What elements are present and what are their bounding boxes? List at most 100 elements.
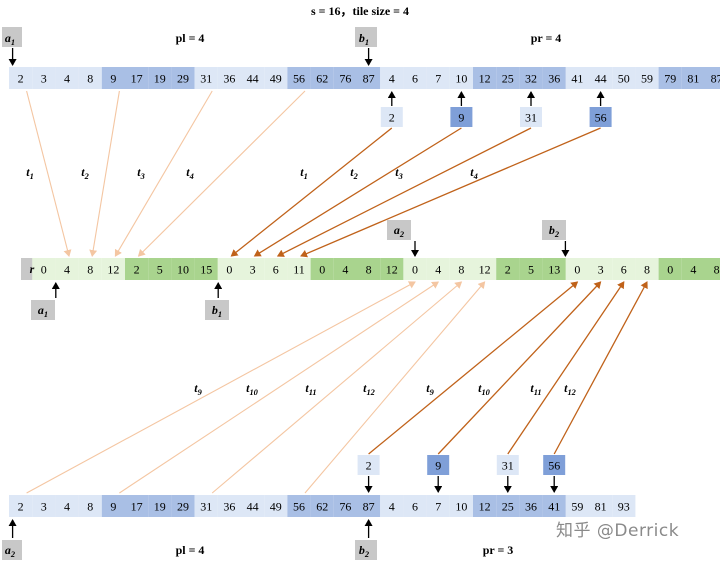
top-array-cell-bg xyxy=(705,67,720,89)
top-array-cell-bg xyxy=(426,67,450,89)
thread-label-bottom: t10 xyxy=(246,381,259,397)
top-array-cell: 87 xyxy=(363,72,375,86)
bottom-array-cell-bg xyxy=(565,495,589,517)
top-array-cell-bg xyxy=(449,67,473,89)
thread-label-top: t2 xyxy=(350,165,358,181)
bottom-array-cell: 56 xyxy=(293,500,305,514)
thread-arrow-bottom-light xyxy=(304,281,486,494)
page-title: s = 16，tile size = 4 xyxy=(311,4,409,18)
bottom-array-cell-bg xyxy=(55,495,79,517)
top-sample-box: 2 xyxy=(389,111,395,125)
bottom-array-cell: 19 xyxy=(154,500,166,514)
bottom-sample-box-bg xyxy=(543,455,566,475)
bottom-pointer-b-box xyxy=(355,540,377,560)
bottom-array-cell-bg xyxy=(101,495,125,517)
top-array-cell: 44 xyxy=(595,72,607,86)
thread-arrow-top-dark xyxy=(253,127,462,257)
bottom-array-cell: 25 xyxy=(502,500,514,514)
bottom-array-cell: 62 xyxy=(316,500,328,514)
middle-array-cell: 8 xyxy=(644,263,650,277)
top-array-cell: 44 xyxy=(247,72,259,86)
top-array-cell-bg xyxy=(612,67,636,89)
middle-b1-label: b1 xyxy=(212,303,222,319)
bottom-array-cell-bg xyxy=(589,495,613,517)
bottom-array-cell-bg xyxy=(310,495,334,517)
middle-array-cell-bg xyxy=(519,258,543,280)
middle-array-cell-bg xyxy=(565,258,589,280)
top-array-cell-bg xyxy=(264,67,288,89)
top-pointer-b-box xyxy=(355,27,377,47)
top-pointer-b-label: b1 xyxy=(359,31,369,47)
top-pointer-a-box xyxy=(2,27,22,47)
top-array-cell-bg xyxy=(217,67,241,89)
bottom-sample-box: 56 xyxy=(548,459,560,473)
middle-b2-box xyxy=(542,220,566,240)
bottom-array-cell: 17 xyxy=(131,500,143,514)
middle-array-cell: 0 xyxy=(667,263,673,277)
top-array-cell-bg xyxy=(148,67,172,89)
top-array-cell: 76 xyxy=(339,72,351,86)
bottom-array-cell: 2 xyxy=(18,500,24,514)
middle-array-cell-bg xyxy=(217,258,241,280)
middle-array-cell-bg xyxy=(542,258,566,280)
top-array-cell-bg xyxy=(681,67,705,89)
middle-array-cell: 4 xyxy=(342,263,348,277)
bottom-sample-box: 9 xyxy=(435,459,441,473)
top-array-cell: 31 xyxy=(200,72,212,86)
middle-array-cell-bg xyxy=(380,258,404,280)
bottom-array-cell-bg xyxy=(287,495,311,517)
bottom-pointer-a-label: a2 xyxy=(5,543,15,559)
middle-array-cell: 4 xyxy=(690,263,696,277)
middle-array-cell: 13 xyxy=(548,263,560,277)
middle-array-cell: 3 xyxy=(598,263,604,277)
bottom-array-cell-bg xyxy=(333,495,357,517)
bottom-array-cell: 3 xyxy=(41,500,47,514)
middle-array-cell-bg xyxy=(681,258,705,280)
top-array-cell: 3 xyxy=(41,72,47,86)
top-array-cell: 59 xyxy=(641,72,653,86)
top-array-cell-bg xyxy=(78,67,102,89)
middle-a1-box xyxy=(31,300,55,320)
top-array-cell-bg xyxy=(589,67,613,89)
bottom-array-cell-bg xyxy=(426,495,450,517)
bottom-pointer-b-label: b2 xyxy=(359,543,369,559)
middle-array-cell: 2 xyxy=(134,263,140,277)
middle-array-cell: 5 xyxy=(157,263,163,277)
bottom-array-cell-bg xyxy=(171,495,195,517)
middle-array-cell: 3 xyxy=(250,263,256,277)
top-array-cell-bg xyxy=(241,67,265,89)
thread-arrow-top-light xyxy=(26,90,72,257)
middle-array-cell: 8 xyxy=(87,263,93,277)
middle-array-cell-bg xyxy=(496,258,520,280)
middle-array-cell: 8 xyxy=(714,263,720,277)
top-array-cell: 19 xyxy=(154,72,166,86)
bottom-sample-box-bg xyxy=(496,455,519,475)
thread-arrow-bottom-light xyxy=(26,281,416,494)
bottom-array-cell-bg xyxy=(380,495,404,517)
top-array-cell-bg xyxy=(310,67,334,89)
bottom-array-cell-bg xyxy=(449,495,473,517)
middle-array-cell-bg xyxy=(658,258,682,280)
top-array-cell: 6 xyxy=(412,72,418,86)
bottom-array-cell-bg xyxy=(9,495,33,517)
top-array-cell: 62 xyxy=(316,72,328,86)
bottom-array-cell: 36 xyxy=(223,500,235,514)
bottom-array-cell-bg xyxy=(78,495,102,517)
thread-label-bottom: t9 xyxy=(426,381,434,397)
middle-array-cell: 0 xyxy=(412,263,418,277)
top-array-cell-bg xyxy=(357,67,381,89)
middle-array-cell: 4 xyxy=(435,263,441,277)
middle-b1-box xyxy=(205,300,229,320)
middle-array-cell-bg xyxy=(264,258,288,280)
thread-label-bottom: t9 xyxy=(194,381,202,397)
middle-array-cell-bg xyxy=(171,258,195,280)
bottom-array-cell-bg xyxy=(473,495,497,517)
top-sample-box-bg xyxy=(380,107,403,127)
middle-b2-label: b2 xyxy=(549,223,559,239)
bottom-array-cell: 7 xyxy=(435,500,441,514)
bottom-array-cell-bg xyxy=(194,495,218,517)
middle-array-cell: 12 xyxy=(479,263,491,277)
top-array-cell-bg xyxy=(496,67,520,89)
top-array-cell: 17 xyxy=(131,72,143,86)
bottom-array-cell: 10 xyxy=(455,500,467,514)
